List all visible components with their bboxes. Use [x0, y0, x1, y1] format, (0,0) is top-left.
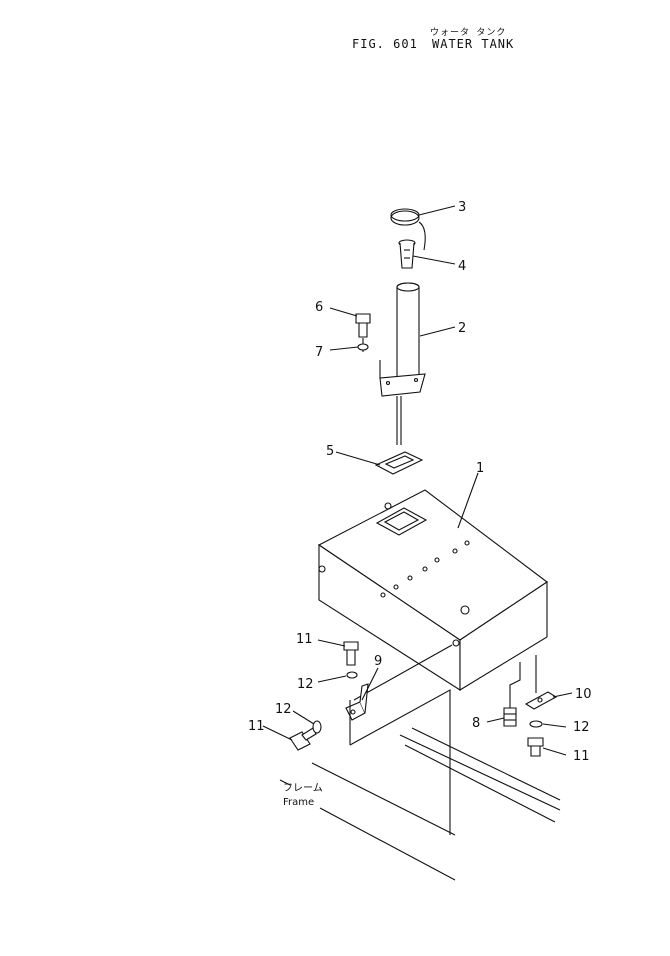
figure-title: WATER TANK: [432, 37, 515, 51]
callout-4: 4: [458, 259, 466, 274]
part-7-washer: [329, 343, 369, 351]
callout-12-lower: 12: [275, 702, 292, 717]
part-3-cap: [390, 205, 456, 251]
bolt-group-right: [527, 720, 567, 757]
part-4-strainer: [398, 239, 456, 269]
bolt-group-left: [317, 639, 359, 683]
bolt-group-bottom-left: [262, 710, 322, 751]
part-1-tank: [317, 472, 548, 701]
callout-3: 3: [458, 200, 466, 215]
figure-number: FIG. 601: [352, 37, 418, 51]
part-6-bolt: [329, 307, 381, 378]
callout-2: 2: [458, 321, 466, 336]
callout-7: 7: [315, 345, 323, 360]
callout-11-upper: 11: [296, 632, 313, 647]
callout-9: 9: [374, 654, 382, 669]
callout-11-lower: 11: [248, 719, 265, 734]
callout-6: 6: [315, 300, 323, 315]
part-2-filler-pipe: [379, 282, 456, 445]
callout-5: 5: [326, 444, 334, 459]
callout-12-upper: 12: [297, 677, 314, 692]
frame-outline: [279, 689, 561, 881]
callout-8: 8: [472, 716, 480, 731]
figure-title-japanese: ウォータ タンク: [430, 28, 507, 38]
part-5-gasket: [335, 451, 424, 475]
figure-header: ウォータ タンク FIG. 601 WATER TANK: [0, 0, 670, 60]
callout-1: 1: [476, 461, 484, 476]
frame-label: Frame: [283, 797, 314, 808]
callout-10: 10: [575, 687, 592, 702]
callout-12-right: 12: [573, 720, 590, 735]
callout-11-right: 11: [573, 749, 590, 764]
part-8-fitting: [486, 662, 521, 727]
part-10-clamp: [524, 655, 573, 710]
frame-label-japanese: フレーム: [283, 782, 323, 794]
